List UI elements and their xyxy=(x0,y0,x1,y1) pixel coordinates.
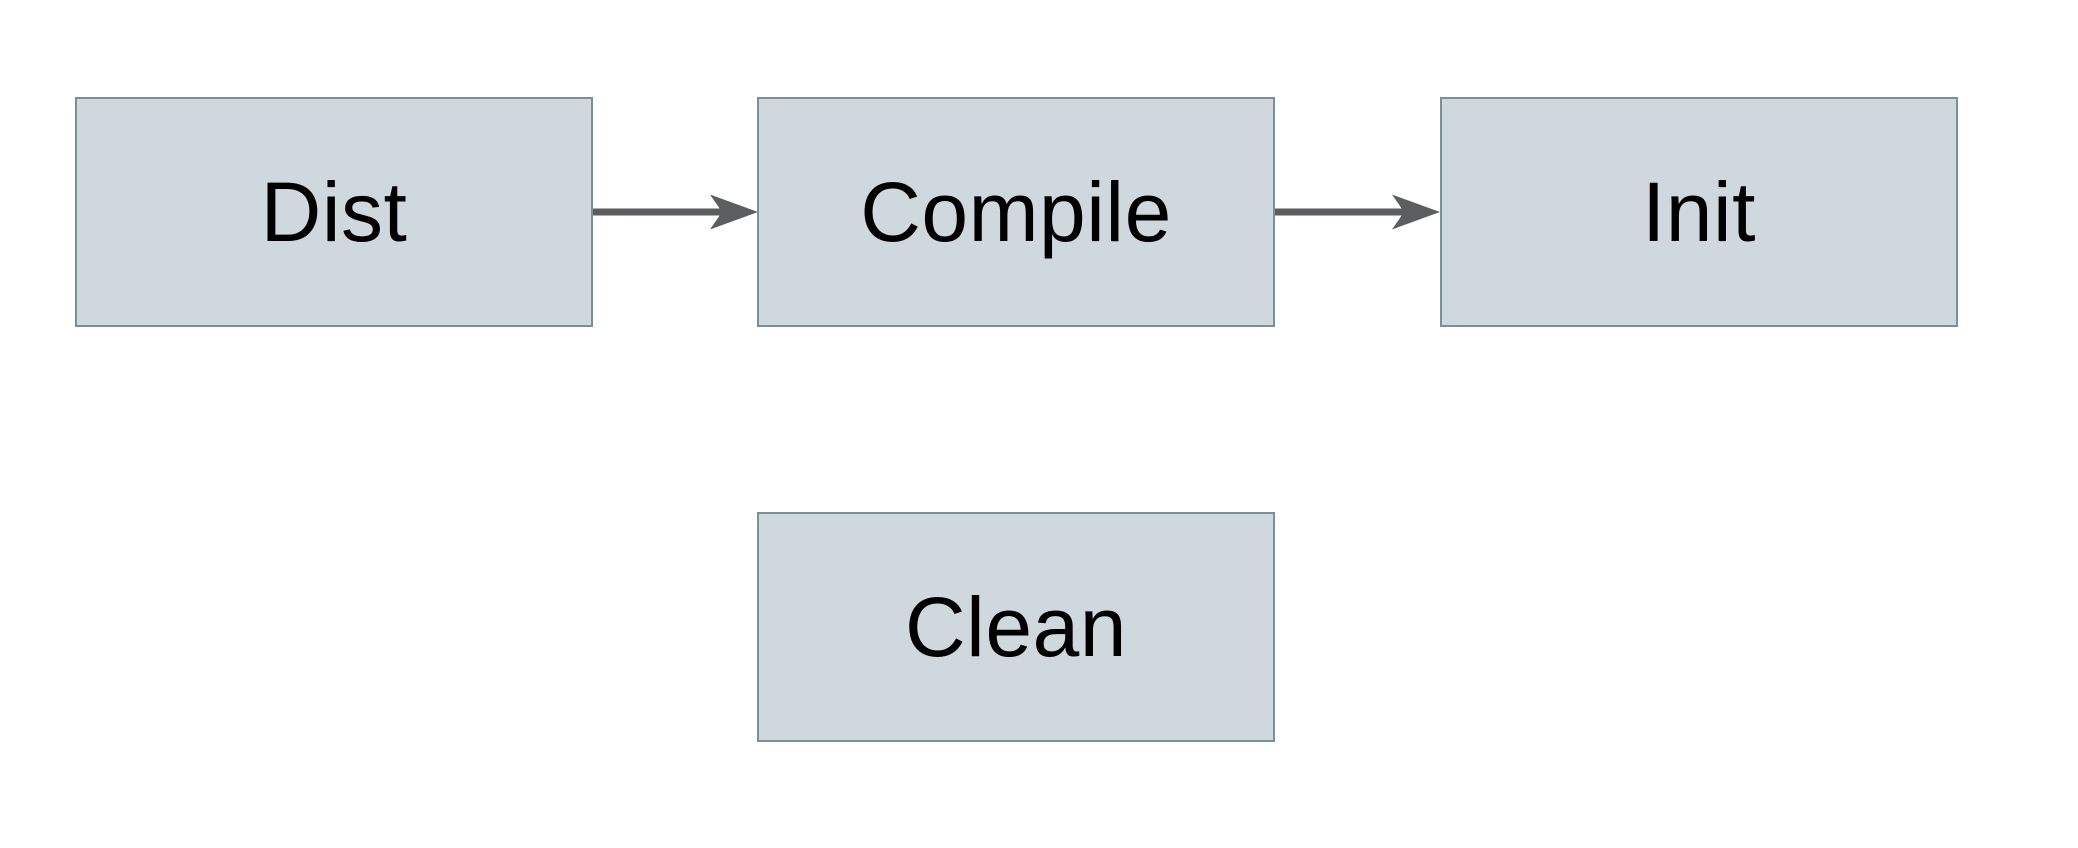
node-dist-label: Dist xyxy=(260,165,408,259)
arrowhead-icon xyxy=(1392,194,1440,230)
node-init: Init xyxy=(1440,97,1958,327)
node-clean: Clean xyxy=(757,512,1275,742)
arrow-compile-to-init xyxy=(1275,194,1440,230)
node-clean-label: Clean xyxy=(905,580,1127,674)
node-compile-label: Compile xyxy=(860,165,1172,259)
node-dist: Dist xyxy=(75,97,593,327)
node-compile: Compile xyxy=(757,97,1275,327)
arrow-dist-to-compile xyxy=(593,194,758,230)
arrowhead-icon xyxy=(710,194,758,230)
node-init-label: Init xyxy=(1641,165,1757,259)
